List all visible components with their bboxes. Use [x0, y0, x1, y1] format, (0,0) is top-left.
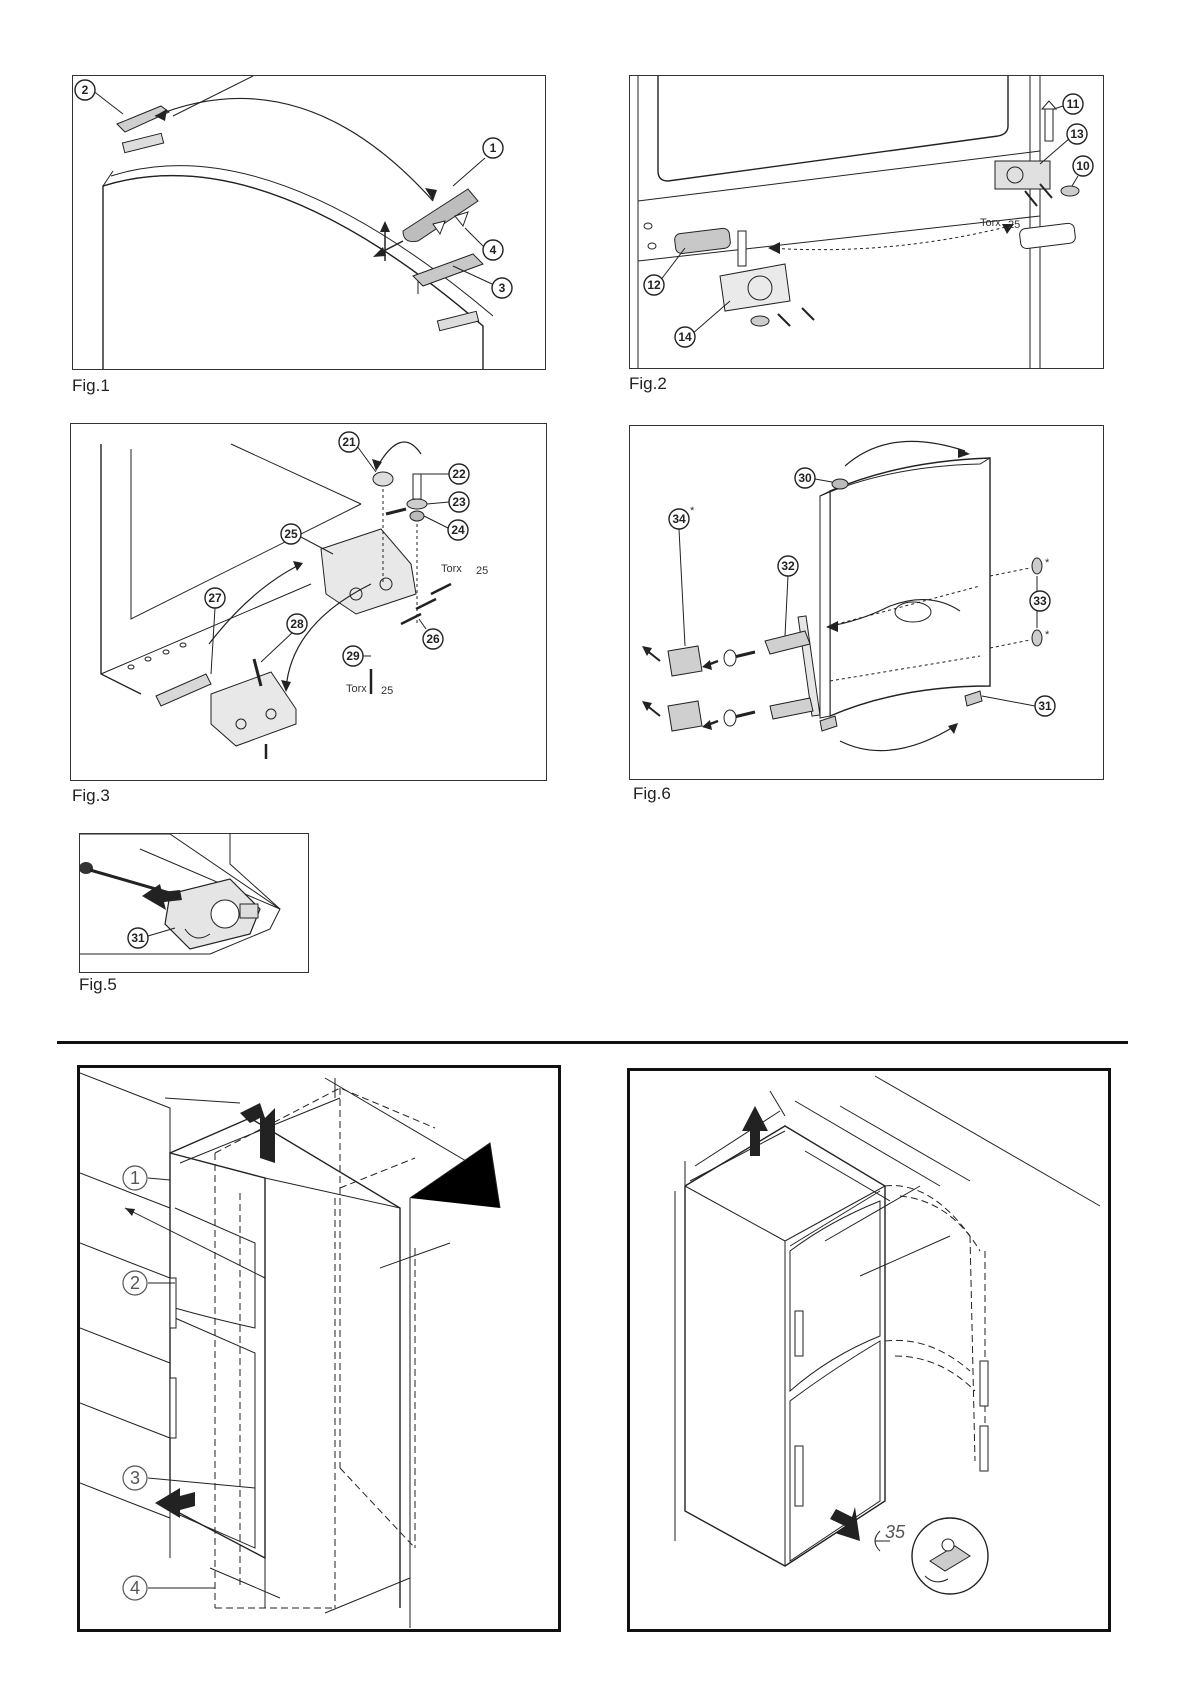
- svg-text:13: 13: [1070, 127, 1084, 141]
- svg-text:30: 30: [798, 471, 812, 485]
- fig3-callout-26: 26: [418, 618, 444, 650]
- fig2-label: Fig.2: [629, 374, 667, 393]
- install-left-callout-3: 3: [122, 1465, 256, 1491]
- fig6-panel: 30 31 32 33 * * 34 *: [629, 425, 1104, 780]
- fig3-callout-21: 21: [338, 431, 377, 473]
- installation-appliance-illustration: 35: [674, 1075, 1101, 1595]
- install-left-callout-2: 2: [122, 1270, 175, 1296]
- svg-text:2: 2: [82, 83, 89, 97]
- fig3-callout-25: 25: [280, 523, 334, 555]
- fig6-callout-33: 33 * *: [1029, 557, 1051, 641]
- svg-text:29: 29: [346, 649, 360, 663]
- fig1-illustration: 1 2 3 4: [74, 76, 513, 369]
- installation-appliance-panel: 35: [627, 1068, 1111, 1632]
- install-right-angle-label: 35: [885, 1522, 906, 1542]
- fig3-torx-label-2: Torx: [346, 683, 367, 695]
- installation-niche-illustration: 1 2 3 4: [80, 1072, 501, 1628]
- svg-text:12: 12: [647, 278, 661, 292]
- svg-text:*: *: [1045, 629, 1050, 641]
- svg-text:24: 24: [451, 523, 465, 537]
- svg-text:10: 10: [1076, 159, 1090, 173]
- fig6-label: Fig.6: [633, 784, 671, 803]
- section-divider: [57, 1041, 1128, 1044]
- fig6-illustration: 30 31 32 33 * * 34 *: [642, 440, 1056, 752]
- fig2-panel: Torx 25 11 13 10 12 14: [629, 75, 1104, 369]
- fig1-panel: 1 2 3 4: [72, 75, 546, 370]
- fig3-torx-size-2: 25: [381, 685, 393, 697]
- svg-text:28: 28: [290, 617, 304, 631]
- svg-text:31: 31: [131, 931, 145, 945]
- fig3-callout-24: 24: [423, 515, 469, 541]
- svg-text:34: 34: [672, 512, 686, 526]
- fig5-illustration: 31: [80, 834, 281, 955]
- svg-text:*: *: [1045, 557, 1050, 569]
- fig3-callout-27: 27: [204, 587, 226, 675]
- svg-text:22: 22: [452, 467, 466, 481]
- fig5-label: Fig.5: [79, 975, 117, 994]
- svg-text:1: 1: [130, 1168, 140, 1188]
- fig3-torx-size-1: 25: [476, 565, 488, 577]
- svg-text:3: 3: [130, 1468, 140, 1488]
- fig1-callout-3: 3: [452, 265, 513, 299]
- svg-text:*: *: [690, 505, 695, 517]
- svg-text:31: 31: [1038, 699, 1052, 713]
- fig5-callout-31: 31: [127, 927, 176, 949]
- svg-text:14: 14: [678, 330, 692, 344]
- fig2-callout-14: 14: [674, 300, 731, 348]
- fig3-illustration: Torx 25 Torx 25 21 22 23 24 25: [100, 431, 488, 759]
- fig3-label: Fig.3: [72, 786, 110, 805]
- fig3-callout-29: 29: [342, 645, 371, 667]
- fig3-torx-label-1: Torx: [441, 563, 462, 575]
- fig2-callout-13: 13: [1039, 123, 1088, 165]
- svg-text:25: 25: [284, 527, 298, 541]
- svg-text:21: 21: [342, 435, 356, 449]
- fig1-label: Fig.1: [72, 376, 110, 395]
- svg-text:27: 27: [208, 591, 222, 605]
- fig2-torx-size: 25: [1008, 219, 1020, 231]
- svg-text:26: 26: [426, 632, 440, 646]
- install-left-callout-1: 1: [122, 1165, 171, 1191]
- fig2-illustration: Torx 25 11 13 10 12 14: [637, 76, 1094, 368]
- svg-text:2: 2: [130, 1273, 140, 1293]
- installation-niche-panel: 1 2 3 4: [77, 1065, 561, 1632]
- fig3-callout-28: 28: [260, 613, 308, 663]
- svg-text:4: 4: [490, 243, 497, 257]
- install-left-callout-4: 4: [122, 1575, 215, 1601]
- fig2-callout-10: 10: [1071, 155, 1094, 187]
- fig6-callout-34: 34 *: [668, 505, 695, 647]
- fig5-panel: 31: [79, 833, 309, 973]
- fig2-callout-11: 11: [1053, 93, 1084, 115]
- fig3-panel: Torx 25 Torx 25 21 22 23 24 25: [70, 423, 547, 781]
- fig6-callout-30: 30: [794, 467, 833, 489]
- svg-text:33: 33: [1033, 594, 1047, 608]
- svg-text:1: 1: [490, 141, 497, 155]
- fig2-callout-12: 12: [643, 247, 686, 296]
- svg-text:32: 32: [781, 559, 795, 573]
- fig3-callout-22: 22: [421, 463, 470, 485]
- fig6-callout-31: 31: [981, 695, 1056, 717]
- fig1-callout-4: 4: [464, 227, 504, 261]
- fig2-torx-label: Torx: [980, 217, 1001, 229]
- fig1-callout-2: 2: [74, 79, 124, 115]
- fig1-callout-1: 1: [452, 137, 504, 187]
- fig6-callout-32: 32: [777, 555, 799, 637]
- fig3-callout-23: 23: [426, 491, 470, 513]
- svg-text:23: 23: [452, 495, 466, 509]
- svg-text:3: 3: [499, 281, 506, 295]
- svg-text:11: 11: [1067, 97, 1080, 111]
- svg-text:4: 4: [130, 1578, 140, 1598]
